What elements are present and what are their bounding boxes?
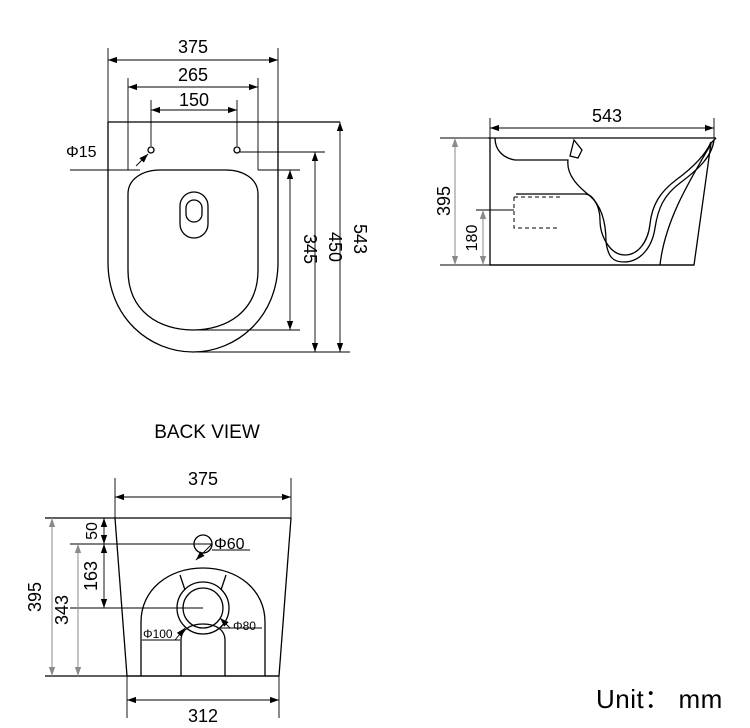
top-bowl-outline [107,122,279,353]
back-dim-phi60: Φ60 [214,536,245,553]
leader-phi100 [174,627,186,641]
top-dim-543: 543 [350,224,370,254]
leader-phi80 [219,617,231,629]
top-dim-150: 150 [179,90,209,110]
top-dim-345: 345 [300,234,320,264]
back-view-title: BACK VIEW [154,422,260,443]
side-bowl-inner [516,141,712,256]
mount-hole-left [147,146,155,154]
back-view: BACK VIEW 375 312 3 [25,422,292,726]
side-rim-curve [494,137,715,263]
side-dim-395: 395 [434,186,454,216]
top-dim-phi15: Φ15 [66,144,97,161]
side-rim-flange [569,138,583,159]
side-dim-543: 543 [592,106,622,126]
back-dim-375: 375 [188,469,218,489]
back-dim-phi80: Φ80 [233,619,256,633]
side-body-outline [489,137,717,266]
back-dim-163: 163 [81,561,101,591]
mount-hole-right [233,146,241,154]
back-dim-50: 50 [84,522,101,540]
flush-hole-inner [185,199,203,223]
top-dim-450: 450 [325,232,345,262]
back-arch [140,567,266,676]
back-dim-343: 343 [52,595,72,625]
side-view: 543 395 180 [434,106,717,266]
top-dim-265: 265 [178,65,208,85]
seat-opening [127,169,259,331]
side-outlet-dashed [513,197,560,229]
leader-phi60 [195,543,213,561]
back-dim-phi100: Φ100 [143,627,173,641]
leader-phi15 [135,153,149,167]
top-view: 375 265 150 Φ15 345 450 543 [66,37,370,353]
back-dim-312: 312 [188,706,218,726]
unit-label: Unit： mm [596,684,723,714]
side-dim-180: 180 [464,225,481,252]
top-dim-375: 375 [178,37,208,57]
flush-hole [179,191,209,239]
back-dim-395: 395 [25,582,45,612]
